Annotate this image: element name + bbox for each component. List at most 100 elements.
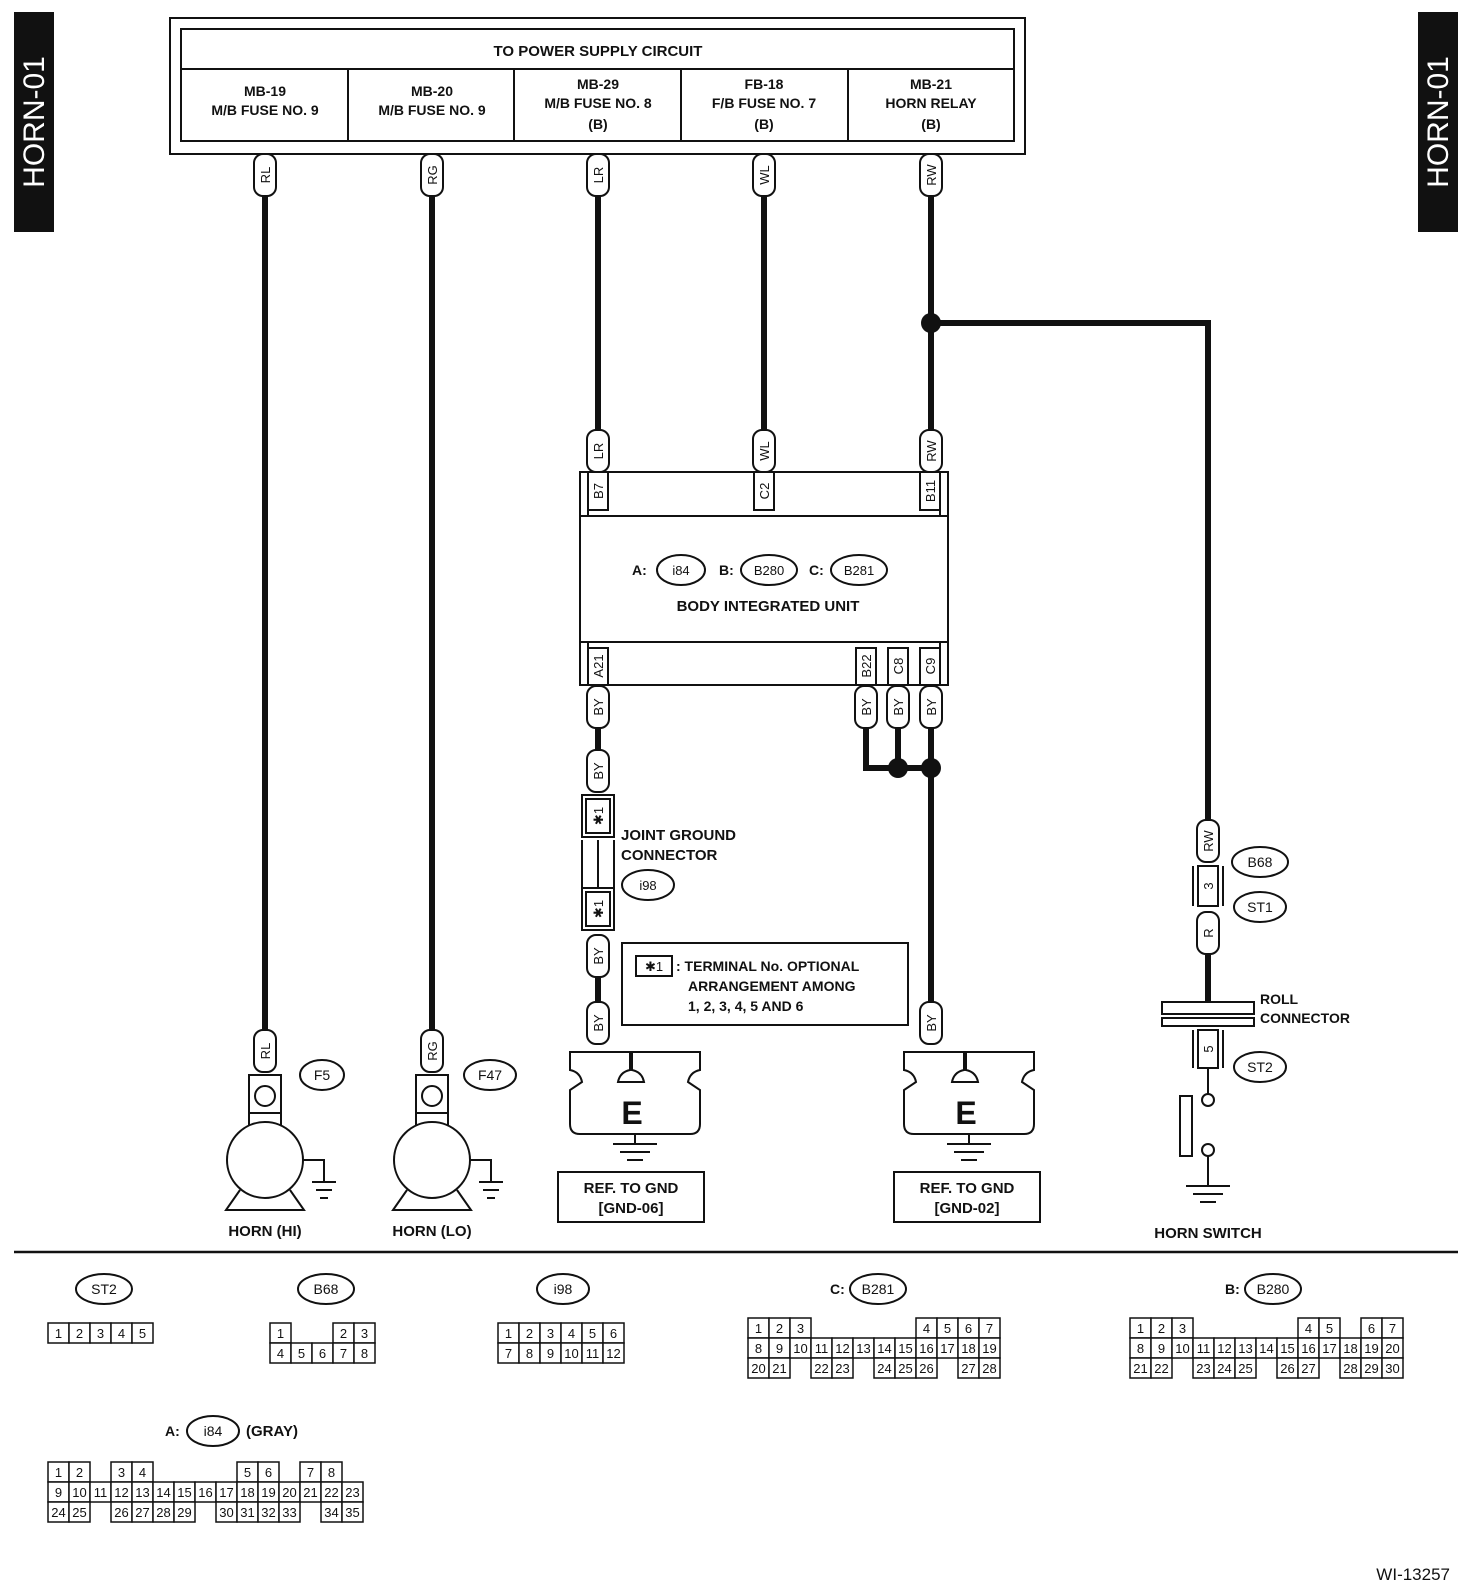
- svg-text:A21: A21: [591, 654, 606, 677]
- b281-pin: 21: [772, 1361, 786, 1376]
- pin-b7: B7: [587, 471, 609, 511]
- i84-pin: 20: [282, 1485, 296, 1500]
- biu-conn-b-badge: [740, 554, 798, 586]
- b281-pin: 6: [965, 1321, 972, 1336]
- wire-label-rw-biu: RW: [919, 429, 943, 473]
- b280-pin: 1: [1137, 1321, 1144, 1336]
- b281-pin: 11: [815, 1341, 829, 1356]
- wire-label-by-b22: BY: [854, 685, 878, 729]
- horn-hi-conn-badge: [299, 1059, 345, 1091]
- joint-conn: i98: [639, 878, 656, 893]
- i98-pin: 3: [547, 1326, 554, 1341]
- i84-pin: 10: [72, 1485, 86, 1500]
- wire-label-lr-top: LR: [586, 153, 610, 197]
- b281-pin: 2: [776, 1321, 783, 1336]
- svg-text:RG: RG: [425, 1041, 440, 1061]
- splice-dot: [921, 313, 941, 333]
- ground-gnd-06: BY E REF. TO GND [GND-06]: [557, 1001, 705, 1223]
- biu-name: BODY INTEGRATED UNIT: [677, 598, 860, 615]
- b280-pin: 26: [1280, 1361, 1294, 1376]
- horn-hi-label: HORN (HI): [228, 1223, 301, 1240]
- pin-c9: C9: [919, 647, 941, 686]
- svg-text:C2: C2: [757, 483, 772, 500]
- b280-pin: 6: [1368, 1321, 1375, 1336]
- svg-text:(B): (B): [588, 116, 607, 132]
- power-supply-col-5: MB-21 HORN RELAY (B): [885, 76, 977, 132]
- svg-text:B22: B22: [859, 654, 874, 677]
- svg-text:BY: BY: [591, 698, 606, 716]
- b280-pin: 3: [1179, 1321, 1186, 1336]
- svg-text:B7: B7: [591, 483, 606, 499]
- wire-label-by-joint-bottom: [586, 934, 610, 978]
- connector-view-b280-name: B280: [1257, 1281, 1290, 1297]
- joint-label-1: JOINT GROUND: [621, 827, 736, 844]
- b281-pin: 16: [919, 1341, 933, 1356]
- horn-lo-conn-badge: [463, 1059, 517, 1091]
- b280-pin: 29: [1364, 1361, 1378, 1376]
- b280-pin: 16: [1301, 1341, 1315, 1356]
- st2-cell: [131, 1322, 154, 1344]
- i84-pin: 11: [94, 1485, 108, 1500]
- st2-badge: [1233, 1051, 1287, 1083]
- ground-letter-1: E: [621, 1095, 642, 1131]
- i98-pin: 5: [589, 1326, 596, 1341]
- joint-label-2: CONNECTOR: [621, 847, 718, 864]
- ground-ref-2-line1: REF. TO GND: [920, 1180, 1015, 1197]
- biu-prefix-c: C:: [809, 562, 824, 578]
- pin-b22: B22: [855, 647, 877, 686]
- b281-cell: [915, 1357, 938, 1379]
- wire-label-wl-top: WL: [752, 153, 776, 197]
- i98-cell: [602, 1342, 625, 1364]
- wires: [262, 192, 1211, 1033]
- svg-text:MB-20: MB-20: [411, 83, 453, 99]
- pin-c8: C8: [887, 647, 909, 686]
- connector-view-b281-name: B281: [862, 1281, 895, 1297]
- i84-pin: 13: [135, 1485, 149, 1500]
- note-line-1: : TERMINAL No. OPTIONAL: [676, 958, 860, 974]
- b280-pin: 8: [1137, 1341, 1144, 1356]
- svg-text:WL: WL: [757, 165, 772, 185]
- splice-dot: [921, 758, 941, 778]
- b281-pin: 22: [814, 1361, 828, 1376]
- svg-text:C9: C9: [923, 658, 938, 675]
- i98-pin: 2: [526, 1326, 533, 1341]
- svg-text:B11: B11: [923, 480, 938, 502]
- i84-pin: 35: [345, 1505, 359, 1520]
- wire-label-by-a21: BY: [586, 685, 610, 729]
- b68-pin: 5: [298, 1346, 305, 1361]
- b68-pin: 4: [277, 1346, 284, 1361]
- side-tab-left: HORN-01: [14, 12, 54, 232]
- b280-pin: 22: [1154, 1361, 1168, 1376]
- i98-pin: 11: [586, 1346, 600, 1361]
- i98-pin: 1: [505, 1326, 512, 1341]
- b280-pin: 30: [1385, 1361, 1399, 1376]
- i98-pin: 10: [564, 1346, 578, 1361]
- svg-text:WL: WL: [757, 441, 772, 461]
- b281-pin: 4: [923, 1321, 930, 1336]
- i84-pin: 2: [76, 1465, 83, 1480]
- side-tab-left-text: HORN-01: [18, 56, 51, 188]
- i84-pin: 24: [51, 1505, 65, 1520]
- connector-view-i84-suffix: (GRAY): [246, 1423, 298, 1440]
- b280-cell: [1297, 1357, 1320, 1379]
- joint-star-bottom: ✱1: [591, 900, 606, 918]
- b281-pin: 1: [755, 1321, 762, 1336]
- wire-label-by-joint-top: [586, 749, 610, 793]
- svg-text:MB-21: MB-21: [910, 76, 952, 92]
- biu-prefix-a: A:: [632, 562, 647, 578]
- b281-pin: 3: [797, 1321, 804, 1336]
- i84-pin: 27: [135, 1505, 149, 1520]
- i84-pin: 22: [324, 1485, 338, 1500]
- svg-text:BY: BY: [924, 698, 939, 716]
- svg-text:BY: BY: [591, 947, 606, 965]
- i98-pin: 4: [568, 1326, 575, 1341]
- horn-hi: RL F5 HORN (HI): [224, 1029, 345, 1240]
- i84-pin: 5: [244, 1465, 251, 1480]
- wire-label-rw-switch: [1196, 819, 1220, 863]
- i84-pin: 32: [261, 1505, 275, 1520]
- b280-cell: [1381, 1357, 1404, 1379]
- svg-text:LR: LR: [591, 167, 606, 184]
- pin-c2: C2: [753, 471, 775, 511]
